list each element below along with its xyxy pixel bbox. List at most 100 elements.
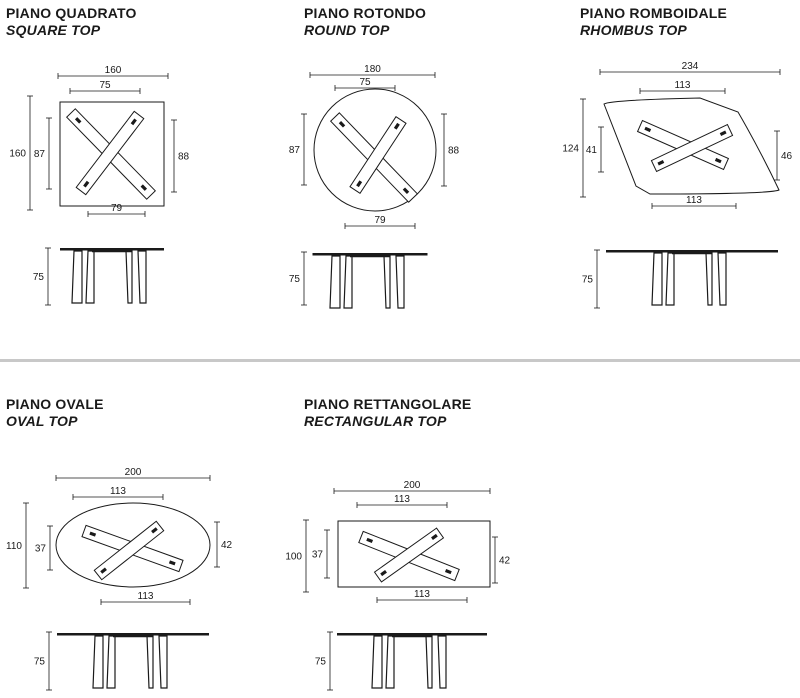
dimension-label: 110 [6, 541, 22, 552]
side-view [312, 253, 428, 309]
base-leg [636, 119, 730, 171]
dimension-label: 200 [404, 480, 421, 491]
base-depth-left-dimension: 87 [289, 113, 307, 186]
width-dimension: 180 [309, 64, 436, 78]
dimension-label: 87 [289, 145, 301, 156]
dimension-label: 75 [99, 80, 111, 91]
table-top-outline [337, 520, 491, 588]
leg-profile [395, 255, 405, 309]
dimension-label: 113 [686, 195, 702, 206]
dimension-label: 42 [499, 556, 511, 567]
title-italian: PIANO ROMBOIDALE [580, 5, 728, 21]
leg-foot-pad [130, 118, 137, 126]
title-english: OVAL TOP [6, 413, 78, 429]
leg-profile [329, 255, 341, 309]
base-depth-right-dimension: 88 [171, 119, 190, 193]
side-view [606, 250, 778, 306]
leg-foot-pad [402, 187, 410, 194]
base-width-dimension: 113 [72, 486, 164, 500]
dimension-label: 46 [781, 151, 793, 162]
leg-foot-pad [380, 569, 387, 577]
leg-foot-pad [168, 560, 176, 566]
dimension-label: 41 [586, 145, 598, 156]
leg-profile [146, 635, 154, 689]
leg-profile [651, 252, 663, 306]
title-italian: PIANO QUADRATO [6, 5, 137, 21]
leg-foot-pad [431, 533, 438, 541]
table-top-outline [55, 502, 211, 588]
leg-foot-pad [151, 527, 158, 534]
table-top-edge [606, 250, 778, 253]
leg-profile [437, 635, 447, 689]
leg-profile [665, 252, 675, 306]
leg-profile [343, 255, 353, 309]
dimension-label: 124 [562, 144, 579, 155]
leg-foot-pad [366, 537, 374, 544]
depth-dimension: 110 [6, 502, 29, 589]
base-depth-right-dimension: 88 [441, 113, 460, 187]
dimension-label: 75 [289, 274, 301, 285]
title-english: RECTANGULAR TOP [304, 413, 447, 429]
dimension-label: 79 [111, 203, 123, 214]
base-leg [93, 520, 165, 581]
dimension-label: 87 [34, 149, 46, 160]
table-top-outline [59, 101, 165, 207]
dimension-label: 79 [374, 215, 386, 226]
dimension-label: 75 [315, 657, 327, 668]
base-width-dimension: 75 [334, 77, 396, 91]
leg-foot-pad [338, 121, 346, 128]
leg-foot-pad [644, 126, 652, 133]
leg-foot-pad [393, 122, 400, 130]
leg-profile [106, 635, 116, 689]
round-top-title: PIANO ROTONDO ROUND TOP [304, 5, 426, 39]
base-bottom-dimension: 113 [100, 591, 191, 605]
dimension-label: 113 [414, 589, 430, 600]
dimension-label: 113 [675, 80, 691, 91]
leg-foot-pad [714, 157, 722, 164]
dimension-label: 160 [105, 65, 122, 76]
table-top-outline [313, 88, 437, 212]
leg-profile [385, 635, 395, 689]
table-top-outline [603, 97, 780, 195]
leg-foot-pad [100, 567, 107, 574]
base-depth-left-dimension: 37 [312, 529, 330, 579]
base-depth-right-dimension: 42 [492, 536, 511, 584]
leg-outline [636, 119, 730, 171]
leg-profile [71, 250, 83, 304]
leg-foot-pad [719, 130, 727, 136]
leg-outline [349, 116, 407, 194]
height-dimension: 75 [582, 249, 600, 309]
base-leg [75, 110, 145, 196]
base-bottom-dimension: 113 [651, 195, 737, 209]
depth-dimension: 100 [285, 519, 309, 593]
oval-top-title: PIANO OVALE OVAL TOP [6, 396, 104, 430]
side-view [57, 633, 209, 689]
leg-outline [93, 520, 165, 581]
base-depth-right-dimension: 46 [774, 130, 793, 181]
base-leg [349, 116, 407, 194]
dimension-label: 37 [35, 544, 47, 555]
base-depth-left-dimension: 87 [34, 117, 52, 190]
leg-profile [425, 635, 433, 689]
leg-foot-pad [74, 117, 82, 124]
base-width-dimension: 75 [69, 80, 141, 94]
dimension-label: 113 [138, 591, 154, 602]
dimension-label: 88 [178, 152, 190, 163]
base-width-dimension: 113 [356, 494, 448, 508]
leg-profile [125, 250, 133, 304]
leg-outline [650, 123, 734, 173]
leg-outline [373, 527, 445, 583]
dimension-label: 100 [285, 552, 302, 563]
leg-foot-pad [356, 180, 363, 188]
dimension-label: 113 [110, 486, 126, 497]
dimension-label: 88 [448, 146, 460, 157]
rectangular-top-drawing: 200 113 100 37 42 113 75 [285, 480, 511, 691]
height-dimension: 75 [33, 247, 51, 306]
base-depth-left-dimension: 41 [586, 126, 604, 173]
depth-dimension: 160 [9, 95, 33, 211]
base-leg [373, 527, 445, 583]
